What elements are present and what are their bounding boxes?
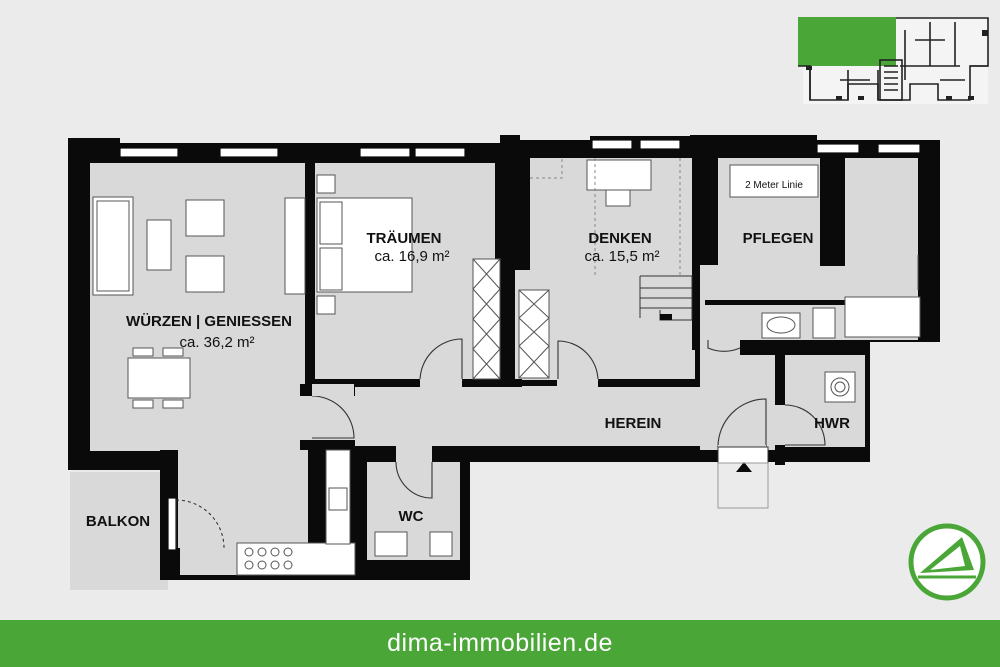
entrance-marker — [717, 446, 769, 509]
dima-triangle-logo-icon — [908, 523, 986, 601]
room-name-living: WÜRZEN | GENIESSEN — [126, 313, 292, 330]
room-name-bedroom: TRÄUMEN — [367, 230, 442, 247]
room-name-hall: HEREIN — [605, 415, 662, 432]
height-line-note: 2 Meter Linie — [745, 180, 803, 191]
wc-fixtures — [374, 531, 453, 557]
room-name-toilet: WC — [399, 508, 424, 525]
room-labels: WÜRZEN | GENIESSEN ca. 36,2 m² TRÄUMEN c… — [86, 180, 850, 530]
room-area-bedroom: ca. 16,9 m² — [374, 248, 449, 265]
kitchen — [236, 449, 356, 576]
living-furniture — [92, 196, 306, 409]
room-name-bath: PFLEGEN — [743, 230, 814, 247]
bath-furniture — [729, 164, 921, 339]
room-name-utility: HWR — [814, 415, 850, 432]
study-furniture — [530, 158, 693, 321]
interior-walls — [160, 150, 870, 580]
key-plan — [798, 17, 989, 104]
room-area-living: ca. 36,2 m² — [179, 334, 254, 351]
floor-plan: WÜRZEN | GENIESSEN ca. 36,2 m² TRÄUMEN c… — [68, 17, 989, 601]
room-area-study: ca. 15,5 m² — [584, 248, 659, 265]
website-link[interactable]: dima-immobilien.de — [387, 629, 613, 657]
room-name-study: DENKEN — [588, 230, 651, 247]
key-plan-highlight — [798, 17, 896, 66]
room-name-balcony: BALKON — [86, 513, 150, 530]
bedroom-furniture — [316, 174, 550, 380]
footer-bar: dima-immobilien.de — [0, 620, 1000, 667]
doors — [175, 308, 826, 549]
hwr-appliances — [824, 371, 856, 403]
